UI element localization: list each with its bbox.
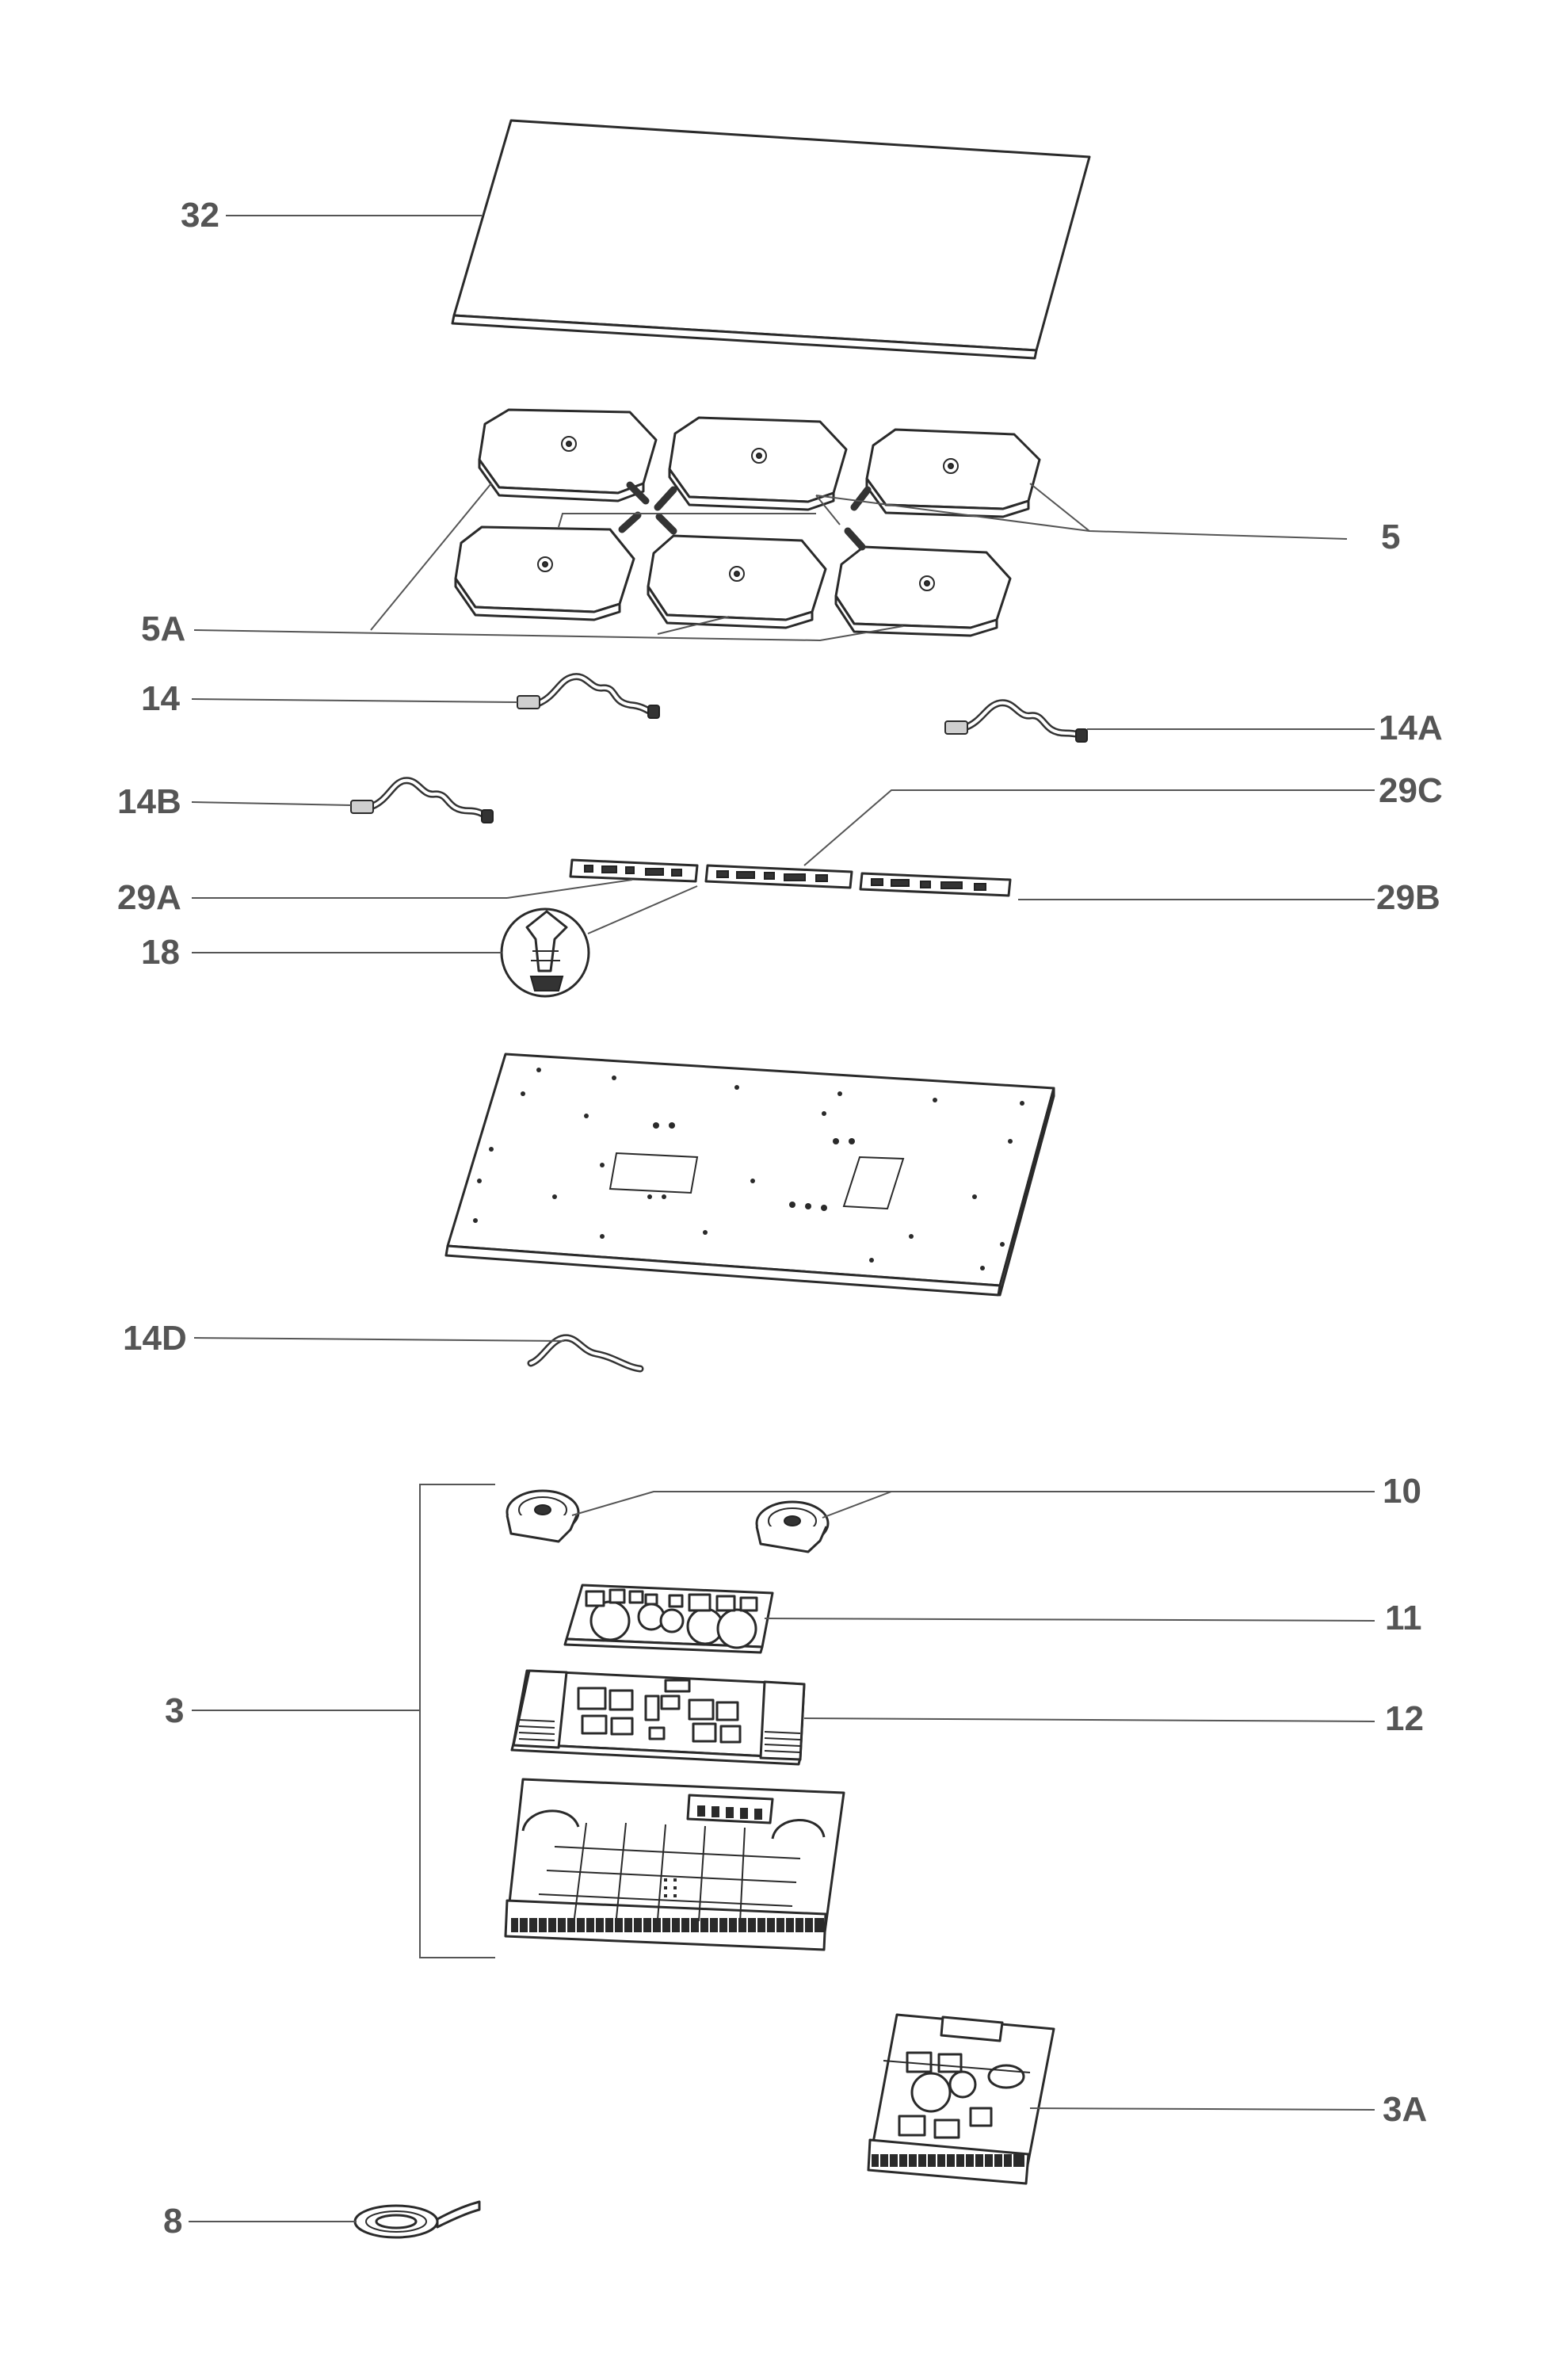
leader-12: [803, 1717, 1375, 1722]
clip-18: [500, 907, 590, 998]
glass-top-plate: [451, 119, 1091, 360]
sensor-board-29B: [859, 872, 1012, 897]
leader-10: [571, 1491, 1375, 1516]
label-11: 11: [1385, 1599, 1422, 1637]
leader-29C: [803, 789, 1375, 866]
wire-harness-14A: [944, 699, 1088, 743]
leader-18-b: [587, 885, 698, 934]
fan-left: [505, 1489, 580, 1543]
leader-29A-b: [506, 879, 633, 899]
coil-bottom-right: [834, 545, 1012, 637]
leader-5-c: [815, 495, 841, 525]
leader-5-d: [558, 513, 816, 528]
base-vent-slots: [511, 1918, 824, 1932]
chassis-tray: [444, 1053, 1055, 1297]
label-32: 32: [181, 196, 219, 235]
label-3: 3: [165, 1691, 185, 1730]
sensor-board-29C: [704, 864, 853, 889]
leader-14D: [193, 1337, 565, 1342]
label-8: 8: [163, 2202, 183, 2241]
coil-top-middle: [668, 416, 848, 511]
label-14: 14: [141, 679, 180, 718]
leader-14B: [191, 801, 352, 806]
wire-harness-14B: [350, 777, 494, 823]
label-14B: 14B: [117, 782, 181, 821]
label-12: 12: [1385, 1699, 1424, 1738]
gasket-tape-roll-8: [353, 2200, 481, 2239]
leader-5-b: [815, 495, 1090, 532]
label-29B: 29B: [1376, 878, 1440, 917]
label-14D: 14D: [123, 1319, 187, 1358]
induction-coils: [454, 408, 1041, 637]
base-housing: [504, 1778, 845, 1951]
power-board-11: [563, 1584, 774, 1654]
leader-5A: [193, 625, 904, 642]
bracket-3: [419, 1484, 495, 1958]
fan-right: [755, 1500, 830, 1553]
label-10: 10: [1383, 1472, 1421, 1511]
label-5: 5: [1381, 518, 1401, 556]
label-3A: 3A: [1383, 2090, 1428, 2129]
leader-5A-b: [370, 483, 492, 631]
label-5A: 5A: [141, 609, 186, 648]
coil-bottom-left: [454, 525, 635, 621]
heatsink-fins-right: [764, 1731, 801, 1753]
leader-3A: [1029, 2107, 1375, 2111]
inverter-board-12: [510, 1669, 806, 1766]
label-14A: 14A: [1379, 709, 1443, 747]
coil-top-right: [865, 428, 1041, 518]
label-29C: 29C: [1379, 771, 1443, 810]
housing-assembly-3A: [867, 2013, 1055, 2185]
leader-11: [764, 1618, 1375, 1622]
leader-14: [191, 698, 518, 703]
coil-bottom-middle: [647, 534, 827, 629]
leader-5: [1029, 483, 1348, 540]
leader-5A-c: [657, 616, 730, 635]
wire-harness-14: [517, 673, 660, 719]
heatsink-fins-left: [518, 1719, 555, 1741]
coil-top-left: [478, 408, 658, 502]
leader-10-b: [822, 1491, 892, 1519]
wire-14D: [527, 1334, 644, 1373]
sensor-board-29A: [569, 858, 699, 883]
sensor-boards: [569, 858, 1012, 897]
label-18: 18: [141, 933, 180, 972]
chassis-holes: [473, 1068, 1024, 1270]
label-29A: 29A: [117, 878, 181, 917]
